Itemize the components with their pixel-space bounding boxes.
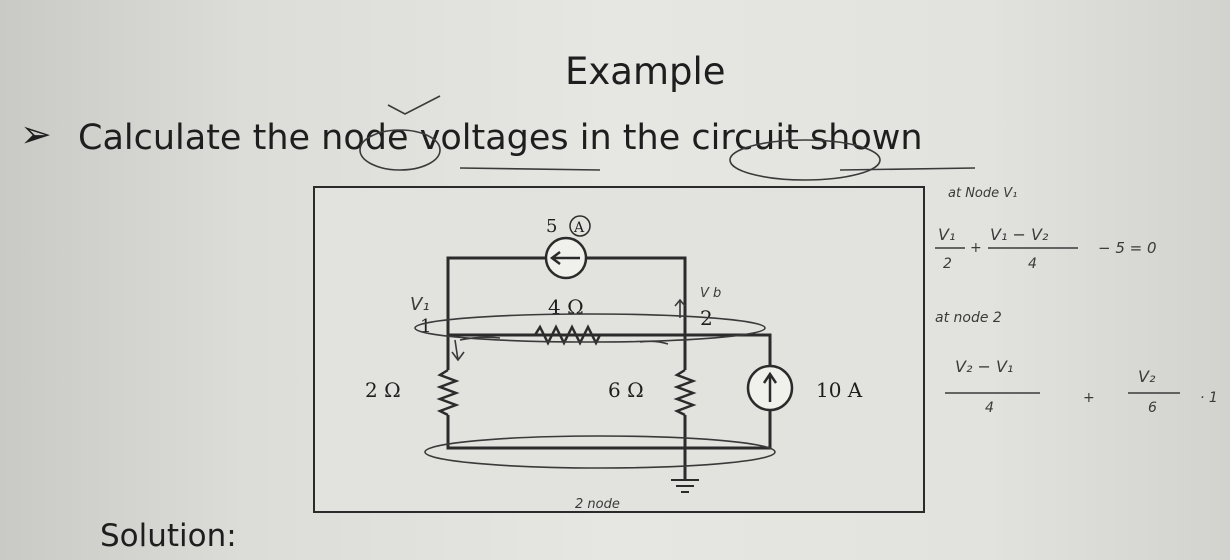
figure-frame (313, 186, 925, 513)
eq1-tail: − 5 = 0 (1098, 239, 1157, 257)
ground-icon (671, 479, 699, 493)
vb-note: V b (700, 286, 721, 301)
node-1-label: 1 (420, 316, 431, 337)
arrow-left-icon (549, 251, 580, 265)
resistor-2ohm-label: 2 Ω (365, 378, 401, 402)
resistor-6ohm-label: 6 Ω (608, 378, 644, 402)
underline-mark (839, 167, 976, 171)
eq2-denominator-2: 6 (1148, 400, 1157, 416)
check-mark-icon (387, 95, 441, 115)
at-node-v1-note: at Node V₁ (948, 186, 1017, 201)
eq1-numerator-1: V₁ (938, 225, 955, 244)
node-1-circle-mark (414, 313, 766, 343)
eq1-denominator-1: 2 (943, 256, 952, 272)
node-circle-mark (359, 129, 441, 171)
resistor-4ohm-label: 4 Ω (548, 295, 584, 319)
v1-note: V₁ (410, 294, 430, 315)
eq1-plus: + (970, 240, 982, 256)
eq2-denominator-1: 4 (985, 400, 994, 416)
source-5a-value: 5 (546, 216, 557, 237)
solution-label: Solution: (100, 518, 237, 554)
ground-node-circle-mark (424, 435, 776, 469)
eq2-numerator-2: V₂ (1138, 367, 1156, 386)
arrow-up-icon (762, 371, 778, 402)
eq2-plus: + (1083, 390, 1095, 406)
source-5a-unit: A (573, 220, 585, 236)
resistor-2ohm (436, 368, 460, 417)
at-node-2-note: at node 2 (935, 310, 1002, 326)
source-10a-label: 10 A (816, 378, 863, 402)
eq2-numerator-1: V₂ − V₁ (955, 357, 1013, 376)
eq1-denominator-2: 4 (1028, 256, 1037, 272)
circuit-circle-mark (729, 139, 881, 181)
two-node-note: 2 node (575, 497, 620, 512)
problem-statement: Calculate the node voltages in the circu… (78, 118, 923, 158)
bullet-arrow-icon: ➢ (20, 112, 52, 156)
resistor-6ohm (673, 368, 697, 417)
underline-mark (459, 167, 601, 171)
example-heading: Example (565, 50, 726, 93)
eq2-tail: · 1 (1200, 390, 1218, 406)
eq1-numerator-2: V₁ − V₂ (990, 225, 1049, 244)
resistor-4ohm (533, 324, 602, 346)
